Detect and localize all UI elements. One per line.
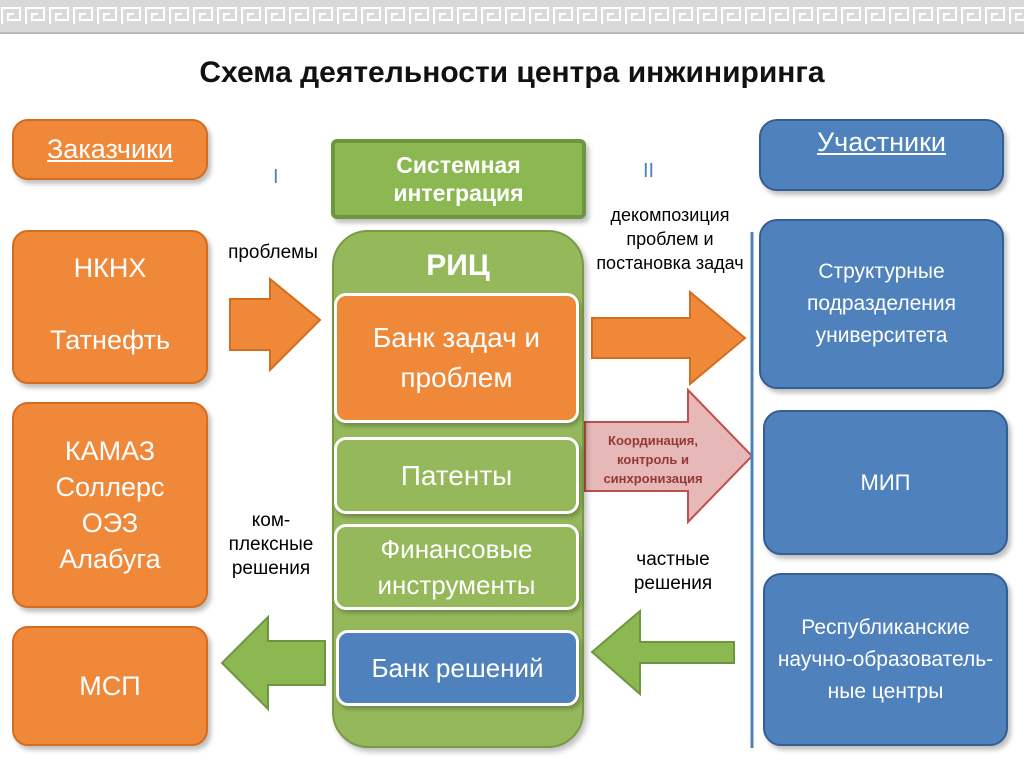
- page-title: Схема деятельности центра инжиниринга: [199, 56, 825, 89]
- participant-mip: МИП: [763, 410, 1008, 555]
- customer-box-nknh-tatneft: НКНХ Татнефть: [12, 230, 208, 384]
- roman-numeral-1: I: [273, 166, 279, 188]
- participant-structural-divisions: Структурные подразделения университета: [759, 219, 1004, 389]
- participants-header-label: Участники: [817, 127, 946, 157]
- arrow-right-coordination: [584, 387, 754, 525]
- patents-box: Патенты: [334, 437, 579, 514]
- customer-tatneft: Татнефть: [49, 325, 171, 355]
- customer-box-msp: МСП: [12, 626, 208, 746]
- bank-solutions-box: Банк решений: [336, 630, 579, 706]
- system-integration-label: Системная интеграция: [393, 152, 524, 206]
- customer-box-kamaz: КАМАЗ Соллерс ОЭЗ Алабуга: [12, 402, 208, 608]
- bank-solutions-label: Банк решений: [371, 652, 544, 683]
- participant-mip-label: МИП: [860, 469, 911, 495]
- label-coordination: Координация, контроль и синхронизация: [603, 433, 703, 486]
- customer-nknh: НКНХ: [73, 253, 147, 283]
- label-complex-solutions: ком- плексные решения: [212, 509, 330, 581]
- greek-key-pattern: [0, 2, 1024, 30]
- bank-tasks-label: Банк задач и проблем: [372, 322, 541, 393]
- financial-instruments-box: Финансовые инструменты: [334, 524, 579, 610]
- label-decomposition: декомпозиция проблем и постановка задач: [596, 205, 744, 273]
- customer-sollers: Соллерс: [55, 472, 165, 502]
- participant-republican-label: Республиканские научно-образователь-ные …: [777, 615, 994, 703]
- participants-header: Участники: [759, 119, 1004, 191]
- financial-instruments-label: Финансовые инструменты: [377, 534, 536, 600]
- arrow-left-complex-solutions: [220, 614, 326, 712]
- customers-header-label: Заказчики: [47, 134, 173, 164]
- bank-tasks-box: Банк задач и проблем: [334, 293, 579, 423]
- label-complex-line1: ком-: [251, 510, 291, 531]
- patents-label: Патенты: [400, 459, 513, 491]
- roman-numeral-2: II: [643, 160, 655, 182]
- ric-title: РИЦ: [426, 249, 490, 282]
- customers-header: Заказчики: [12, 119, 208, 180]
- label-private-line1: частные: [636, 549, 710, 570]
- label-private-solutions: частные решения: [610, 548, 736, 596]
- customer-kamaz: КАМАЗ: [64, 436, 156, 466]
- top-decorative-band: [0, 0, 1024, 34]
- customer-alabuga: Алабуга: [59, 544, 161, 574]
- arrow-right-decomposition: [591, 289, 747, 387]
- arrow-right-problems: [229, 276, 322, 373]
- label-private-line2: решения: [633, 573, 713, 594]
- customer-oez: ОЭЗ: [81, 508, 139, 538]
- label-problems: проблемы: [228, 242, 318, 263]
- label-complex-line2: плексные: [228, 534, 314, 555]
- participant-republican-centers: Республиканские научно-образователь-ные …: [763, 573, 1008, 746]
- arrow-left-private-solutions: [590, 608, 735, 697]
- participant-structural-label: Структурные подразделения университета: [807, 260, 956, 347]
- customer-msp: МСП: [79, 670, 141, 701]
- label-complex-line3: решения: [231, 558, 311, 579]
- system-integration-box: Системная интеграция: [331, 139, 586, 219]
